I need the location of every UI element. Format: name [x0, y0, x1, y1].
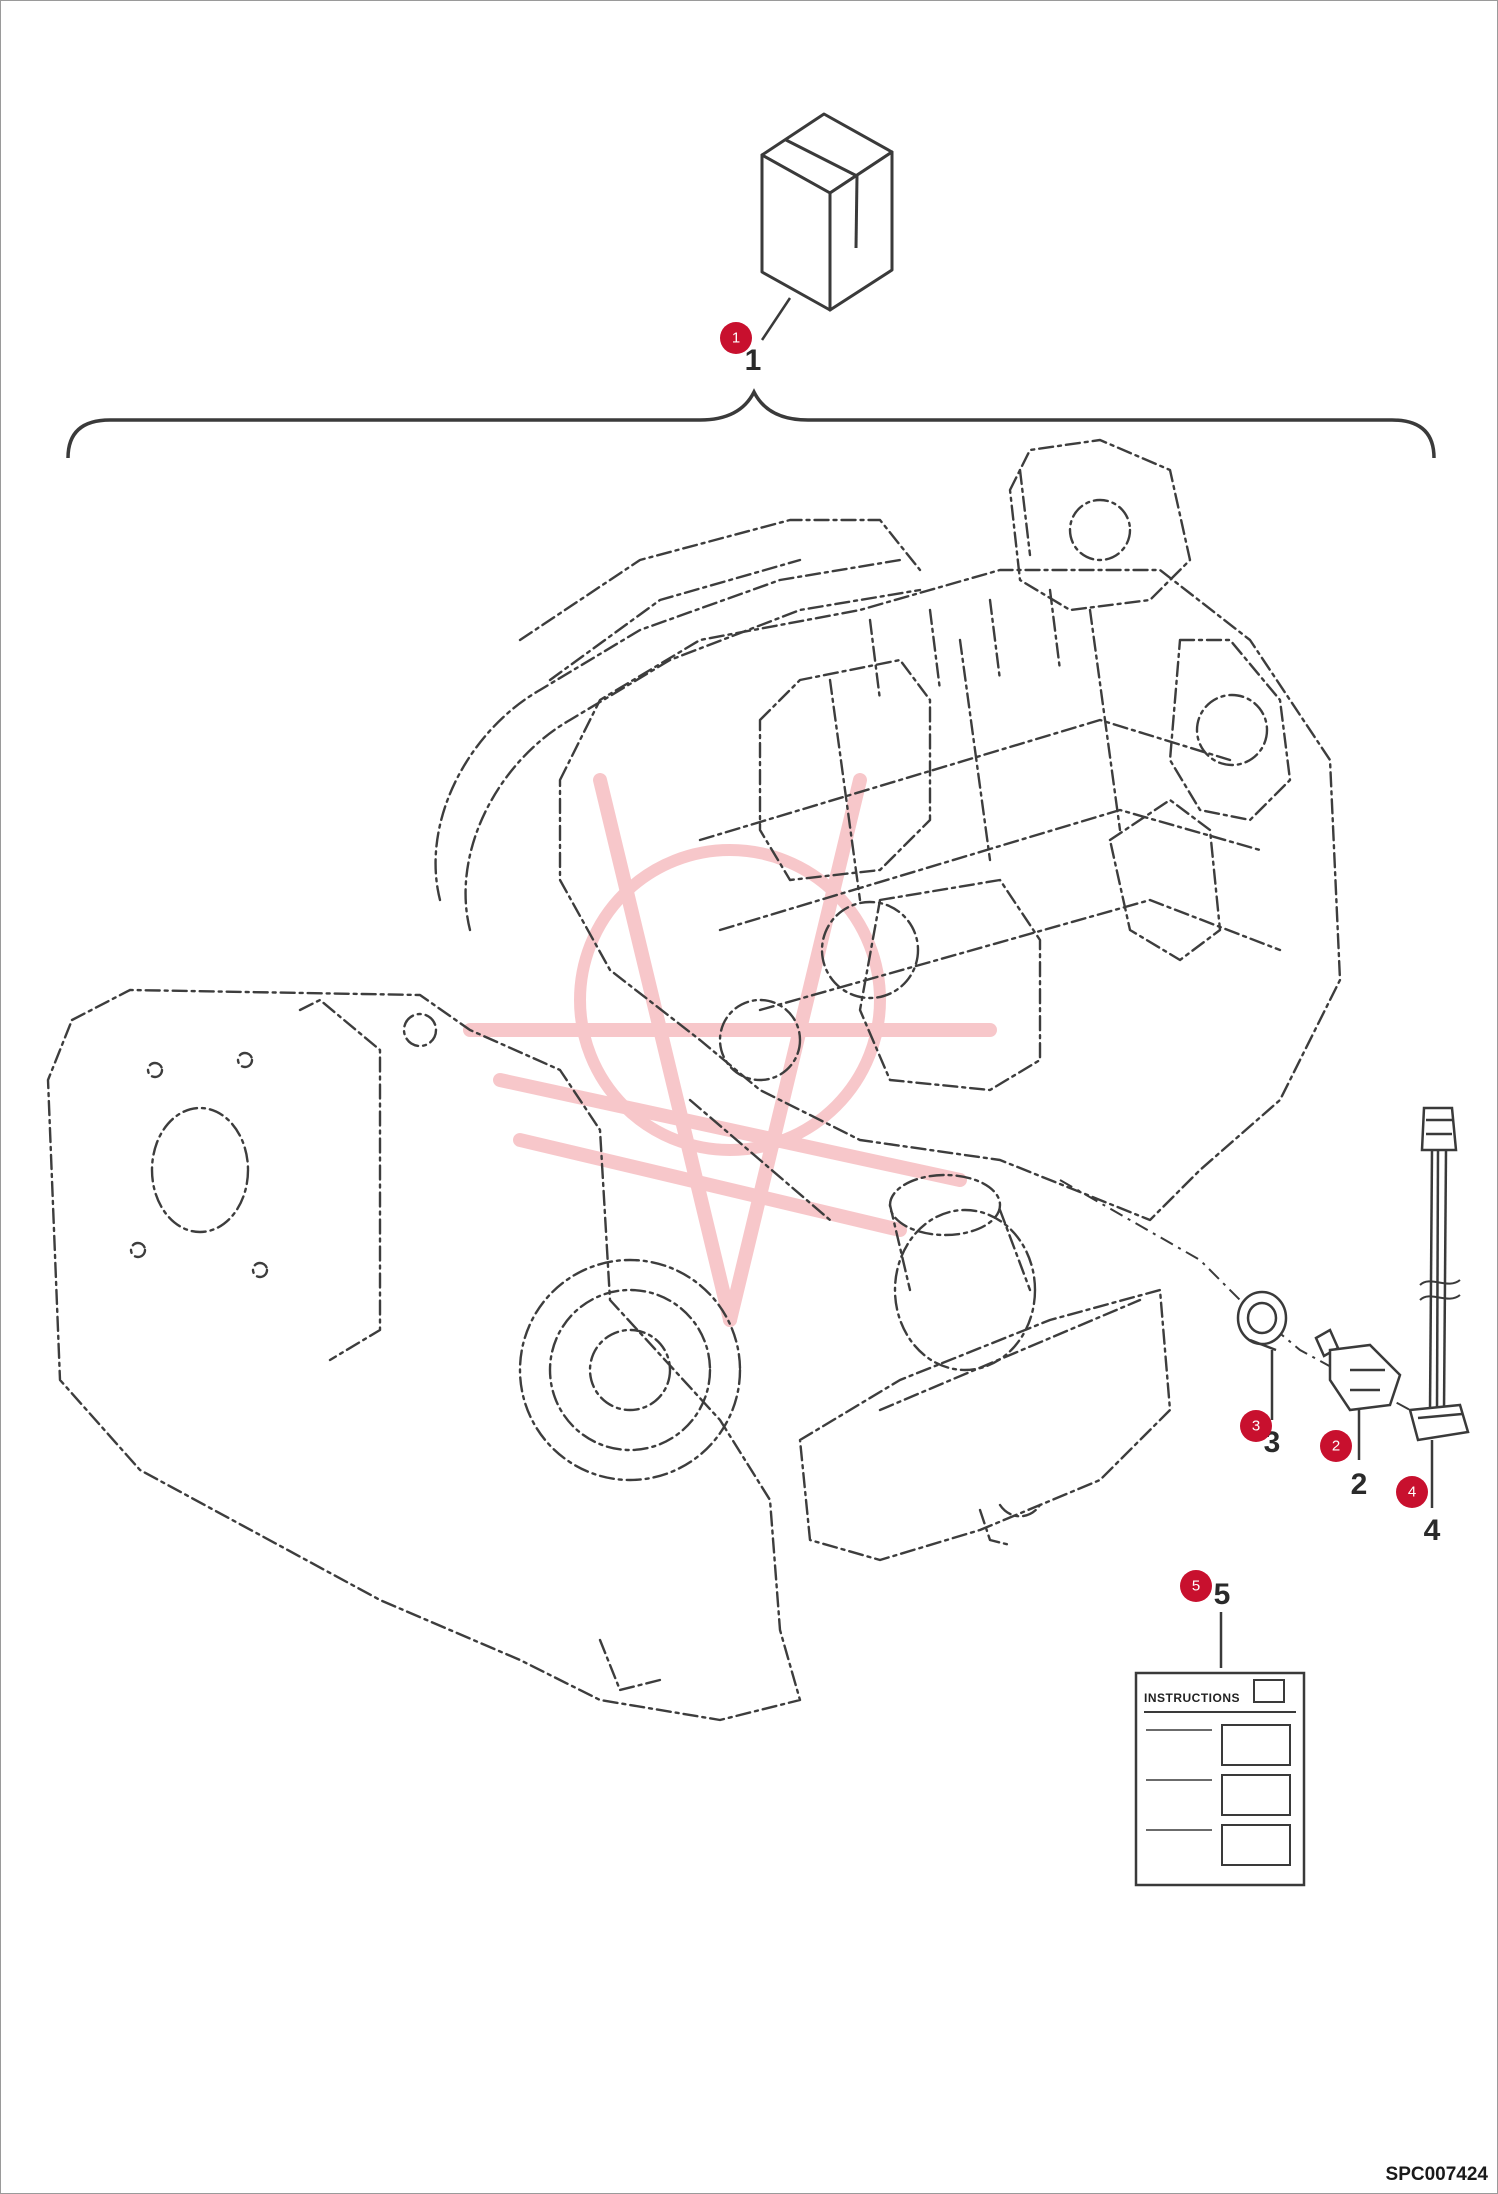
engine-assembly-illustration: [46, 438, 1342, 1722]
watermark-logo: [463, 773, 997, 1327]
install-guide-line: [1059, 1179, 1411, 1411]
callout-label-1: 1: [732, 330, 740, 347]
instruction-sheet-title: INSTRUCTIONS: [1144, 1691, 1240, 1705]
instruction-sheet-icon: [1134, 1671, 1306, 1887]
kit-box-icon: [760, 112, 894, 312]
callout-marker-2[interactable]: 2: [1320, 1430, 1352, 1462]
callout-marker-4[interactable]: 4: [1396, 1476, 1428, 1508]
part-number-2: 2: [1351, 1468, 1368, 1501]
callout-label-3: 3: [1252, 1418, 1260, 1435]
part-number-4: 4: [1424, 1514, 1441, 1547]
callout-marker-1[interactable]: 1: [720, 322, 752, 354]
part-number-5: 5: [1214, 1578, 1231, 1611]
sensor-icon: [1236, 1290, 1288, 1352]
drawing-code: SPC007424: [1386, 2164, 1489, 2185]
leader-line-1: [760, 297, 792, 341]
assembly-bracket: [66, 388, 1436, 459]
callout-label-5: 5: [1192, 1578, 1200, 1595]
wire-harness-icon: [1408, 1106, 1470, 1442]
callout-marker-3[interactable]: 3: [1240, 1410, 1272, 1442]
plug-icon: [1314, 1328, 1402, 1412]
callout-label-2: 2: [1332, 1438, 1340, 1455]
callout-marker-5[interactable]: 5: [1180, 1570, 1212, 1602]
callout-label-4: 4: [1408, 1484, 1416, 1501]
part-number-1: 1: [745, 344, 762, 377]
